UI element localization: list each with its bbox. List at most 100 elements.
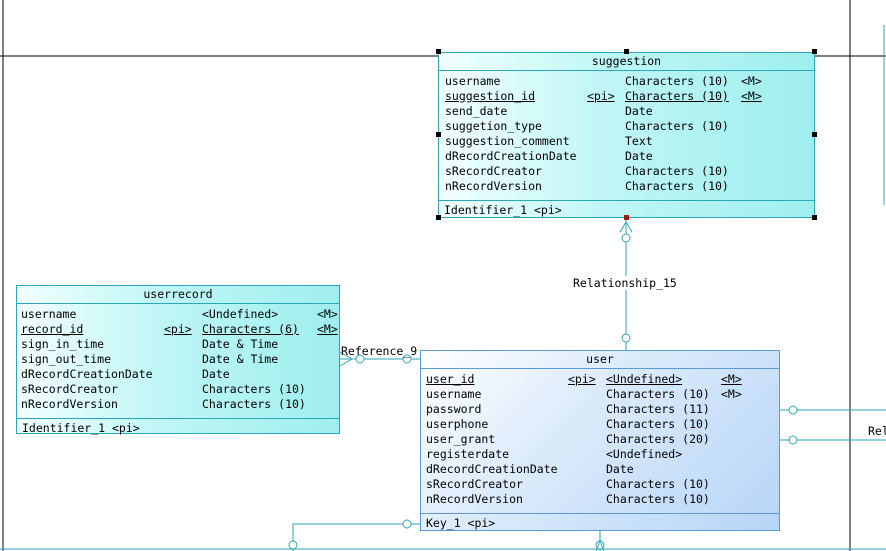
attribute-name: user_grant <box>426 432 496 446</box>
attribute-type: Characters (10) <box>625 89 729 103</box>
attribute-row[interactable]: send_date Date <box>439 104 814 119</box>
attribute-row[interactable]: sign_in_time Date & Time <box>17 337 339 352</box>
reference-9-connector[interactable] <box>339 351 421 367</box>
attribute-row[interactable]: username <Undefined> <M> <box>17 307 339 322</box>
attribute-type: Date & Time <box>202 352 279 366</box>
selection-handle[interactable] <box>812 49 817 54</box>
attribute-row[interactable]: username Characters (10) <M> <box>439 74 814 89</box>
attribute-name: sign_in_time <box>21 337 105 351</box>
attribute-type: Characters (10) <box>625 119 729 133</box>
attribute-type: Characters (20) <box>606 432 710 446</box>
user-right-connector-1[interactable] <box>780 405 886 415</box>
attribute-name: send_date <box>445 104 508 118</box>
attribute-name: suggetion_type <box>445 119 542 133</box>
attribute-pi: <pi> <box>568 372 596 386</box>
attribute-name: dRecordCreationDate <box>426 462 558 476</box>
attribute-type: <Undefined> <box>606 447 683 461</box>
attribute-type: Date & Time <box>202 337 279 351</box>
attribute-m: <M> <box>317 307 338 321</box>
attribute-type: Text <box>625 134 653 148</box>
attribute-name: username <box>445 74 501 88</box>
entity-title: user <box>421 351 779 369</box>
relationship-15-label[interactable]: Relationship_15 <box>573 276 677 290</box>
attribute-type: <Undefined> <box>202 307 279 321</box>
attribute-type: Characters (10) <box>606 492 710 506</box>
attribute-type: Characters (10) <box>606 477 710 491</box>
attribute-m: <M> <box>721 372 742 386</box>
attribute-type: Characters (10) <box>625 74 729 88</box>
user-right-connector-2[interactable] <box>780 435 886 445</box>
attribute-m: <M> <box>721 387 742 401</box>
attribute-list: username<Undefined><M>record_id<pi>Chara… <box>17 304 339 418</box>
attribute-type: Characters (10) <box>606 387 710 401</box>
attribute-type: Characters (11) <box>606 402 710 416</box>
attribute-type: Characters (10) <box>625 179 729 193</box>
attribute-m: <M> <box>317 322 338 336</box>
attribute-pi: <pi> <box>164 322 192 336</box>
reference-9-label[interactable]: Reference_9 <box>341 344 418 358</box>
attribute-row[interactable]: user_id<pi><Undefined><M> <box>421 372 779 387</box>
attribute-row[interactable]: username Characters (10) <M> <box>421 387 779 402</box>
attribute-name: user_id <box>426 372 475 386</box>
attribute-name: sRecordCreator <box>445 164 542 178</box>
attribute-type: Date <box>625 104 653 118</box>
attribute-type: Characters (6) <box>202 322 299 336</box>
attribute-name: username <box>21 307 77 321</box>
selection-handle[interactable] <box>624 215 629 220</box>
attribute-row[interactable]: suggetion_type Characters (10) <box>439 119 814 134</box>
entity-userrecord[interactable]: userrecord username<Undefined><M>record_… <box>16 285 340 435</box>
attribute-row[interactable]: registerdate <Undefined> <box>421 447 779 462</box>
attribute-row[interactable]: sRecordCreator Characters (10) <box>17 382 339 397</box>
selection-handle[interactable] <box>624 49 629 54</box>
attribute-row[interactable]: user_grant Characters (20) <box>421 432 779 447</box>
selection-handle[interactable] <box>436 215 441 220</box>
selection-handle[interactable] <box>436 132 441 137</box>
attribute-m: <M> <box>741 89 762 103</box>
attribute-m: <M> <box>741 74 762 88</box>
selection-handle[interactable] <box>812 132 817 137</box>
attribute-type: Date <box>606 462 634 476</box>
attribute-type: Date <box>202 367 230 381</box>
attribute-type: Characters (10) <box>606 417 710 431</box>
attribute-name: suggestion_comment <box>445 134 570 148</box>
attribute-type: Date <box>625 149 653 163</box>
attribute-name: registerdate <box>426 447 510 461</box>
attribute-row[interactable]: suggestion_id <pi> Characters (10) <M> <box>439 89 814 104</box>
attribute-row[interactable]: suggestion_comment Text <box>439 134 814 149</box>
attribute-name: nRecordVersion <box>426 492 523 506</box>
selection-handle[interactable] <box>436 49 441 54</box>
attribute-name: username <box>426 387 482 401</box>
attribute-row[interactable]: dRecordCreationDate Date <box>421 462 779 477</box>
entity-title: userrecord <box>17 286 339 304</box>
attribute-row[interactable]: record_id<pi>Characters (6)<M> <box>17 322 339 337</box>
attribute-name: sRecordCreator <box>21 382 118 396</box>
entity-identifier: Key_1 <pi> <box>421 513 779 532</box>
user-bottom-connector-center[interactable] <box>595 531 605 551</box>
attribute-name: userphone <box>426 417 489 431</box>
attribute-row[interactable]: nRecordVersion Characters (10) <box>439 179 814 194</box>
attribute-type: Characters (10) <box>202 397 306 411</box>
user-bottom-connector-left[interactable] <box>288 519 421 551</box>
attribute-name: suggestion_id <box>445 89 536 103</box>
attribute-type: Characters (10) <box>625 164 729 178</box>
partial-relationship-label[interactable]: Rel <box>868 424 886 438</box>
attribute-name: nRecordVersion <box>445 179 542 193</box>
selection-handle[interactable] <box>812 215 817 220</box>
attribute-pi: <pi> <box>587 89 615 103</box>
attribute-row[interactable]: sRecordCreator Characters (10) <box>439 164 814 179</box>
attribute-row[interactable]: nRecordVersion Characters (10) <box>421 492 779 507</box>
attribute-type: Characters (10) <box>202 382 306 396</box>
entity-title: suggestion <box>439 53 814 71</box>
attribute-row[interactable]: userphone Characters (10) <box>421 417 779 432</box>
